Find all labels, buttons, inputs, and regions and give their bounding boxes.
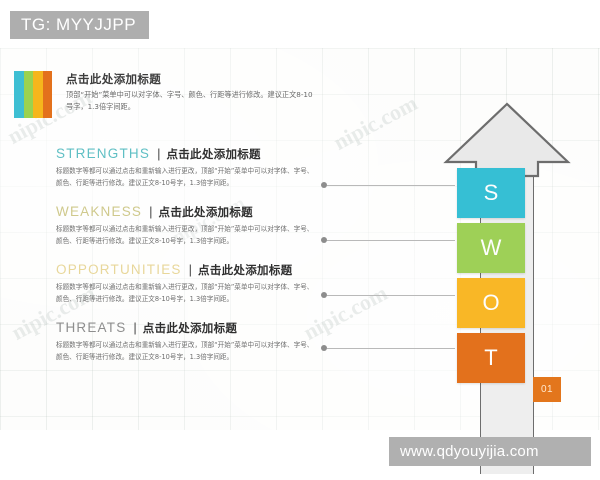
- swot-row-head: STRENGTHS | 点击此处添加标题: [56, 146, 318, 162]
- swot-row-key: WEAKNESS: [56, 204, 143, 219]
- swot-row-body: 标题数字等都可以通过点击和重新输入进行更改，顶部“开始”菜单中可以对字体、字号、…: [56, 167, 314, 187]
- color-bar-segment-0: [14, 71, 24, 118]
- swot-row-head: WEAKNESS | 点击此处添加标题: [56, 204, 318, 220]
- connector-line: [327, 240, 455, 241]
- swot-row-head: THREATS | 点击此处添加标题: [56, 320, 318, 336]
- title-text-group: 点击此处添加标题 顶部“开始”菜单中可以对字体、字号、颜色、行距等进行修改。建议…: [66, 71, 316, 112]
- color-bar-accent: [14, 71, 52, 118]
- swot-row-weakness[interactable]: WEAKNESS | 点击此处添加标题 标题数字等都可以通过点击和重新输入进行更…: [56, 204, 318, 262]
- up-arrow-icon: [443, 102, 571, 178]
- connector-dot: [321, 345, 327, 351]
- swot-row-title: 点击此处添加标题: [166, 147, 261, 161]
- swot-row-separator: |: [157, 146, 161, 161]
- swot-row-separator: |: [133, 320, 137, 335]
- color-bar-segment-1: [23, 71, 33, 118]
- swot-block-letter: T: [484, 345, 498, 370]
- swot-row-head: OPPORTUNITIES | 点击此处添加标题: [56, 262, 318, 278]
- page-title: 点击此处添加标题: [66, 72, 162, 86]
- footer-url: www.qdyouyijia.com: [389, 437, 591, 466]
- swot-row-threats[interactable]: THREATS | 点击此处添加标题 标题数字等都可以通过点击和重新输入进行更改…: [56, 320, 318, 378]
- swot-block-letter: W: [480, 235, 502, 260]
- swot-block-s[interactable]: S: [457, 168, 525, 218]
- swot-letter-blocks: S W O T: [457, 168, 557, 388]
- swot-row-body: 标题数字等都可以通过点击和重新输入进行更改，顶部“开始”菜单中可以对字体、字号、…: [56, 341, 314, 361]
- connector-dot: [321, 182, 327, 188]
- swot-block-o[interactable]: O: [457, 278, 525, 328]
- swot-row-opportunities[interactable]: OPPORTUNITIES | 点击此处添加标题 标题数字等都可以通过点击和重新…: [56, 262, 318, 320]
- page-subtitle: 顶部“开始”菜单中可以对字体、字号、颜色、行距等进行修改。建议正文8-10号字，…: [66, 90, 313, 111]
- swot-row-separator: |: [149, 204, 153, 219]
- title-block: 点击此处添加标题 顶部“开始”菜单中可以对字体、字号、颜色、行距等进行修改。建议…: [14, 71, 316, 118]
- swot-block-t[interactable]: T: [457, 333, 525, 383]
- connector-dot: [321, 237, 327, 243]
- swot-row-title: 点击此处添加标题: [198, 263, 293, 277]
- swot-row-key: STRENGTHS: [56, 146, 151, 161]
- connector-dot: [321, 292, 327, 298]
- swot-row-separator: |: [188, 262, 193, 277]
- swot-row-title: 点击此处添加标题: [142, 321, 238, 335]
- swot-row-body: 标题数字等都可以通过点击和重新输入进行更改，顶部“开始”菜单中可以对字体、字号、…: [56, 225, 314, 245]
- page-number-badge: 01: [533, 377, 561, 402]
- swot-block-w[interactable]: W: [457, 223, 525, 273]
- swot-row-strengths[interactable]: STRENGTHS | 点击此处添加标题 标题数字等都可以通过点击和重新输入进行…: [56, 146, 318, 204]
- swot-block-letter: S: [483, 180, 499, 205]
- swot-arrow-graphic: S W O T: [442, 100, 572, 474]
- connector-line: [327, 348, 455, 349]
- tg-badge: TG: MYYJJPP: [10, 11, 150, 39]
- color-bar-segment-3: [42, 71, 52, 118]
- swot-block-letter: O: [482, 290, 500, 315]
- connector-line: [327, 295, 455, 296]
- connector-line: [327, 185, 455, 186]
- swot-row-key: THREATS: [56, 320, 127, 335]
- color-bar-segment-2: [33, 71, 43, 118]
- swot-text-list: STRENGTHS | 点击此处添加标题 标题数字等都可以通过点击和重新输入进行…: [56, 146, 318, 378]
- swot-row-body: 标题数字等都可以通过点击和重新输入进行更改，顶部“开始”菜单中可以对字体、字号、…: [56, 283, 314, 303]
- swot-row-key: OPPORTUNITIES: [56, 262, 182, 277]
- swot-row-title: 点击此处添加标题: [158, 205, 253, 219]
